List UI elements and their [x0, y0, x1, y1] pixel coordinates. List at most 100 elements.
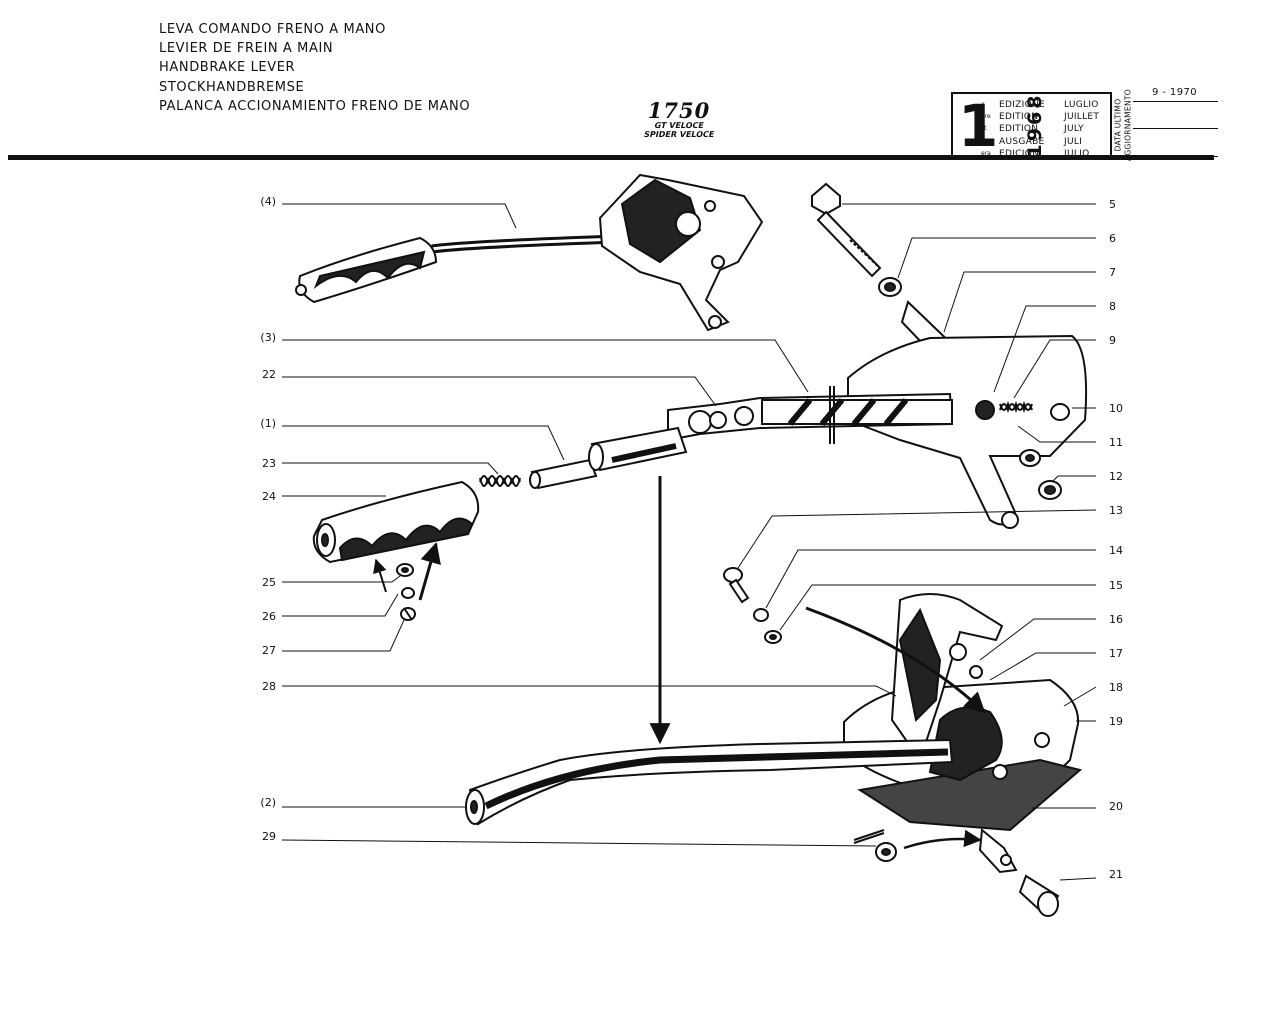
model-badge: 1750 GT VELOCE SPIDER VELOCE	[629, 100, 729, 139]
callout-label: 23	[262, 457, 276, 470]
bolt-13	[723, 567, 750, 604]
callout-label: 20	[1109, 800, 1123, 813]
edition-months: LUGLIO JUILLET JULY JULI JULIO	[1064, 99, 1099, 160]
edition-labels: EDIZIONE EDITION EDITION AUSGABE EDICION	[999, 99, 1045, 160]
callout-label: (3)	[260, 331, 276, 344]
screw-27	[400, 607, 416, 621]
model-number: 1750	[647, 98, 711, 123]
title-english: HANDBRAKE LEVER	[159, 60, 296, 76]
edition-month: JULIO	[1064, 148, 1090, 159]
title-list: LEVA COMANDO FRENO A MANO LEVIER DE FREI…	[159, 20, 470, 116]
edition-box: 1 a ere st . era EDIZIONE EDITION EDITIO…	[951, 92, 1112, 160]
callout-label: 7	[1109, 266, 1116, 279]
callout-label: 27	[262, 644, 276, 657]
leader-line	[779, 584, 1096, 631]
clevis-pin-21	[1018, 874, 1060, 917]
callout-label: (2)	[260, 796, 276, 809]
callout-label: 22	[262, 368, 276, 381]
edition-suffix: ere	[981, 113, 991, 121]
leader-line	[1051, 475, 1096, 483]
pin-10	[1050, 403, 1070, 421]
callout-label: 17	[1109, 647, 1123, 660]
edition-label: EDIZIONE	[999, 100, 1045, 110]
edition-suffix: era	[981, 149, 991, 157]
update-line	[1133, 156, 1218, 157]
leader-line	[282, 685, 897, 697]
callout-label: 19	[1109, 715, 1123, 728]
update-date: 9 - 1970	[1152, 87, 1197, 98]
leader-line	[897, 237, 1096, 279]
cotter-pin	[853, 829, 885, 844]
callout-label: 21	[1109, 868, 1123, 881]
leader-line	[993, 305, 1096, 393]
leader-line	[282, 376, 717, 407]
leader-line	[943, 271, 1096, 333]
update-line	[1133, 128, 1218, 129]
leader-line	[282, 619, 405, 652]
assembly-arrows	[373, 476, 986, 850]
callout-label: 5	[1109, 198, 1116, 211]
leader-line	[1017, 425, 1096, 443]
callout-label: 16	[1109, 613, 1123, 626]
lock-washer-26	[401, 587, 415, 599]
callout-label: 9	[1109, 334, 1116, 347]
leader-line	[282, 425, 565, 461]
callout-labels: (4) (3) 22 (1) 23 24 25 26 27 28 (2) 29 5 6 7 8 9 10 11 12 1…	[260, 195, 1123, 881]
washer-6	[878, 277, 902, 297]
leader-line	[1063, 686, 1097, 707]
title-german: STOCKHANDBREMSE	[159, 79, 305, 95]
leader-line	[1059, 877, 1097, 881]
callout-label: 24	[262, 490, 276, 503]
title-french: LEVIER DE FREIN A MAIN	[159, 41, 334, 57]
edition-label: EDITION	[999, 124, 1039, 135]
spring-23	[479, 475, 521, 487]
leader-line	[282, 575, 401, 583]
edition-number: 1	[958, 92, 999, 160]
callout-label: 28	[262, 680, 276, 693]
callout-label: 10	[1109, 402, 1123, 415]
callout-label: (1)	[260, 417, 276, 430]
edition-suffix: st	[981, 125, 987, 133]
callout-label: 29	[262, 830, 276, 843]
callout-label: 25	[262, 576, 276, 589]
spring-9	[999, 400, 1033, 414]
nut-12	[1038, 480, 1062, 500]
leader-line	[282, 462, 499, 475]
lock-washer-14	[753, 608, 769, 622]
bolt-5	[811, 182, 882, 278]
callout-label: 6	[1109, 232, 1116, 245]
leader-line	[737, 509, 1097, 569]
leader-lines	[281, 203, 1097, 881]
leader-line	[979, 618, 1096, 661]
handle-grip-24	[312, 480, 480, 564]
callout-label: 11	[1109, 436, 1123, 449]
title-spanish: PALANCA ACCIONAMIENTO FRENO DE MANO	[159, 98, 471, 114]
edition-suffixes: a ere st . era	[981, 99, 991, 160]
washer-15	[764, 630, 782, 644]
title-italian: LEVA COMANDO FRENO A MANO	[159, 22, 386, 37]
leader-line	[765, 549, 1096, 609]
callout-label: (4)	[260, 195, 276, 208]
edition-month: JULI	[1064, 136, 1083, 147]
nut-25	[396, 563, 414, 577]
callout-label: 18	[1109, 681, 1123, 694]
edition-suffix: a	[981, 101, 985, 108]
lever-assembly-4	[295, 173, 764, 332]
callout-label: 13	[1109, 504, 1123, 517]
header-rule	[8, 155, 1214, 160]
edition-label: EDICION	[999, 148, 1040, 159]
edition-month: JULY	[1064, 124, 1084, 135]
edition-label: EDITION	[999, 112, 1039, 123]
callout-label: 8	[1109, 300, 1116, 313]
callout-label: 15	[1109, 579, 1123, 592]
edition-suffix: .	[981, 137, 983, 145]
edition-month: JUILLET	[1064, 112, 1100, 123]
leader-line	[282, 593, 399, 617]
callout-label: 12	[1109, 470, 1123, 483]
washer-29	[875, 842, 897, 862]
lever-assembly-2	[465, 593, 1083, 874]
leader-line	[1013, 339, 1096, 399]
lever-body-3	[667, 334, 1088, 529]
callout-label: 26	[262, 610, 276, 623]
